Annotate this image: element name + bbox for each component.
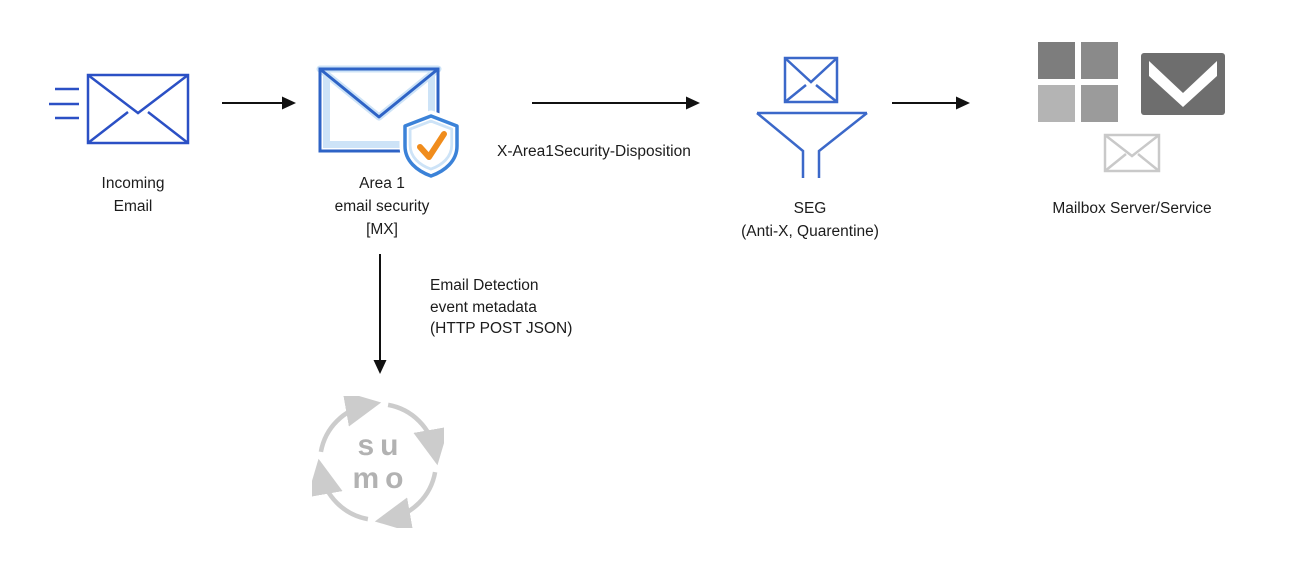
label-line: (HTTP POST JSON) <box>430 320 573 337</box>
incoming-email-label: Incoming Email <box>43 172 223 218</box>
ms-square <box>1081 85 1118 122</box>
envelope-fold <box>87 111 129 144</box>
seg-funnel-icon <box>756 56 868 178</box>
sumo-logic-logo-icon <box>312 396 444 528</box>
label-line: (Anti-X, Quarentine) <box>741 223 879 240</box>
wordmark-line: mo <box>352 462 410 495</box>
arrowhead-icon <box>686 96 700 110</box>
circular-arrow <box>312 458 369 522</box>
envelope-fold <box>147 111 189 144</box>
label-line: Incoming <box>101 175 165 192</box>
gmail-logo-icon <box>1141 53 1225 115</box>
seg-label: SEG (Anti-X, Quarentine) <box>700 197 920 243</box>
circular-arrow <box>374 471 438 528</box>
incoming-email-icon <box>49 73 190 145</box>
label-line: Email <box>113 198 153 215</box>
label-line: email security <box>334 198 430 215</box>
gmail-m-shape <box>1149 61 1217 107</box>
arrow-area1-to-seg <box>532 96 700 110</box>
label-line: Email Detection <box>430 277 539 294</box>
mailbox-label: Mailbox Server/Service <box>1052 200 1212 217</box>
label-line: SEG <box>793 200 827 217</box>
arrow-area1-to-sumo <box>373 254 387 374</box>
label-line: [MX] <box>366 221 398 238</box>
circular-arrow <box>387 402 444 466</box>
circular-arrow <box>318 396 382 453</box>
envelope-flap <box>87 74 189 115</box>
sumo-logic-wordmark: su mo <box>312 396 444 528</box>
arrowhead-icon <box>282 96 296 110</box>
microsoft-logo-icon <box>1038 42 1118 122</box>
funnel-left <box>756 112 805 178</box>
arrowhead-icon <box>956 96 970 110</box>
label-line: event metadata <box>430 298 537 316</box>
shield-check-icon <box>399 110 463 182</box>
gmail-body <box>1141 53 1225 115</box>
detection-edge-label: Email Detection event metadata (HTTP POS… <box>430 275 572 340</box>
envelope-fold <box>815 84 838 103</box>
ms-square <box>1038 85 1075 122</box>
label-line: Area 1 <box>359 175 405 192</box>
area1-email-security-icon <box>316 65 463 182</box>
arrowhead-icon <box>373 360 387 374</box>
ms-square <box>1081 42 1118 79</box>
disposition-edge-label: X-Area1Security-Disposition <box>497 143 691 160</box>
envelope-fold <box>784 84 807 103</box>
shield-outline <box>403 114 459 178</box>
envelope-flap <box>784 57 838 84</box>
arrow-seg-to-mailbox <box>892 96 970 110</box>
funnel-right <box>817 112 868 178</box>
small-envelope-icon <box>1103 133 1161 173</box>
envelope-flap <box>1104 134 1160 158</box>
area1-label: Area 1 email security [MX] <box>292 172 472 241</box>
shield-inner <box>408 119 454 171</box>
check-icon <box>417 131 447 160</box>
arrow-incoming-to-area1 <box>222 96 296 110</box>
envelope-outline <box>318 67 440 153</box>
envelope-fold <box>1104 153 1127 172</box>
wordmark-line: su <box>357 429 405 462</box>
ms-square <box>1038 42 1075 79</box>
envelope-fold <box>1137 153 1160 172</box>
